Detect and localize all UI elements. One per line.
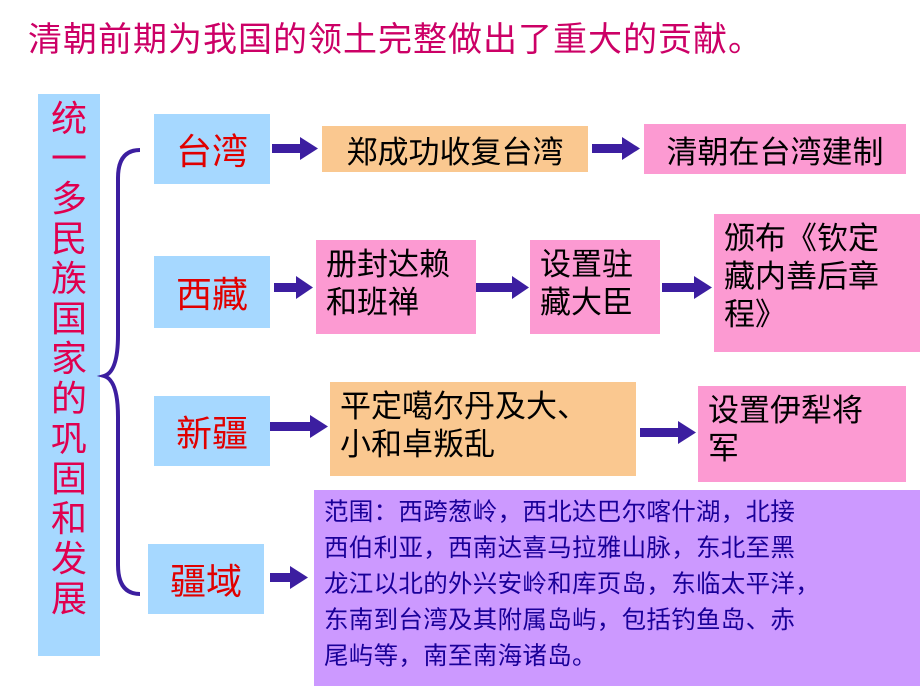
step-line: 军 xyxy=(708,431,739,467)
region-xinjiang: 新疆 xyxy=(154,396,270,466)
root-char: 巩 xyxy=(50,419,87,460)
arrow-icon xyxy=(592,137,640,160)
root-char: 统 xyxy=(50,99,87,140)
territory-description-box: 范围：西跨葱岭，西北达巴尔喀什湖，北接 西伯利亚，西南达喜马拉雅山脉，东北至黑 … xyxy=(314,490,920,686)
territory-line: 东南到台湾及其附属岛屿，包括钓鱼岛、赤 xyxy=(324,605,796,634)
arrow-icon xyxy=(640,421,696,444)
root-char: 发 xyxy=(50,539,87,580)
step-line: 平定噶尔丹及大、 xyxy=(340,389,588,425)
step-line: 藏大臣 xyxy=(540,285,633,321)
xizang-step-conferral: 册封达赖 和班禅 xyxy=(316,240,476,334)
root-char: 国 xyxy=(50,299,87,340)
page-title: 清朝前期为我国的领土完整做出了重大的贡献。 xyxy=(28,20,763,60)
territory-line: 尾屿等，南至南海诸岛。 xyxy=(324,641,597,670)
arrow-icon xyxy=(274,276,313,299)
step-line: 设置驻 xyxy=(540,247,633,283)
root-char: 的 xyxy=(50,379,87,420)
root-char: 和 xyxy=(50,499,87,540)
root-concept-box: 统 一 多 民 族 国 家 的 巩 固 和 发 展 xyxy=(38,94,100,656)
xinjiang-step-suppression: 平定噶尔丹及大、 小和卓叛乱 xyxy=(330,382,636,476)
arrow-icon xyxy=(272,137,318,160)
region-label: 新疆 xyxy=(175,414,248,455)
xizang-step-minister: 设置驻 藏大臣 xyxy=(530,240,660,334)
step-line: 颁布《钦定 xyxy=(724,221,879,257)
arrow-icon xyxy=(662,276,712,299)
root-char: 族 xyxy=(50,259,87,300)
taiwan-step-recovery: 郑成功收复台湾 xyxy=(322,126,588,172)
territory-line: 范围：西跨葱岭，西北达巴尔喀什湖，北接 xyxy=(324,497,796,526)
root-char: 展 xyxy=(50,579,87,620)
arrow-icon xyxy=(476,276,529,299)
step-line: 藏内善后章 xyxy=(724,259,879,295)
step-line: 设置伊犁将 xyxy=(708,393,863,429)
root-char: 民 xyxy=(50,219,87,260)
taiwan-step-administration: 清朝在台湾建制 xyxy=(644,124,906,174)
step-line: 小和卓叛乱 xyxy=(340,427,495,463)
step-line: 册封达赖 xyxy=(326,247,450,283)
root-char: 多 xyxy=(50,179,87,220)
territory-line: 龙江以北的外兴安岭和库页岛，东临太平洋， xyxy=(324,569,820,598)
arrow-icon xyxy=(270,566,308,589)
step-line: 和班禅 xyxy=(326,285,419,321)
region-xizang: 西藏 xyxy=(154,256,270,328)
root-char: 家 xyxy=(50,339,87,380)
region-label: 疆域 xyxy=(169,562,242,603)
step-text: 清朝在台湾建制 xyxy=(666,134,884,171)
arrow-icon xyxy=(270,415,328,438)
region-label: 西藏 xyxy=(175,275,248,316)
territory-line: 西伯利亚，西南达喜马拉雅山脉，东北至黑 xyxy=(324,533,796,562)
region-taiwan: 台湾 xyxy=(154,114,270,184)
step-text: 郑成功收复台湾 xyxy=(346,134,564,171)
root-char: 一 xyxy=(50,139,87,180)
step-line: 程》 xyxy=(724,297,786,333)
region-jiangyu: 疆域 xyxy=(148,544,264,614)
root-char: 固 xyxy=(50,459,87,500)
region-label: 台湾 xyxy=(175,132,248,173)
xizang-step-regulations: 颁布《钦定 藏内善后章 程》 xyxy=(714,214,920,352)
brace-icon xyxy=(96,148,141,596)
xinjiang-step-general: 设置伊犁将 军 xyxy=(698,386,906,482)
